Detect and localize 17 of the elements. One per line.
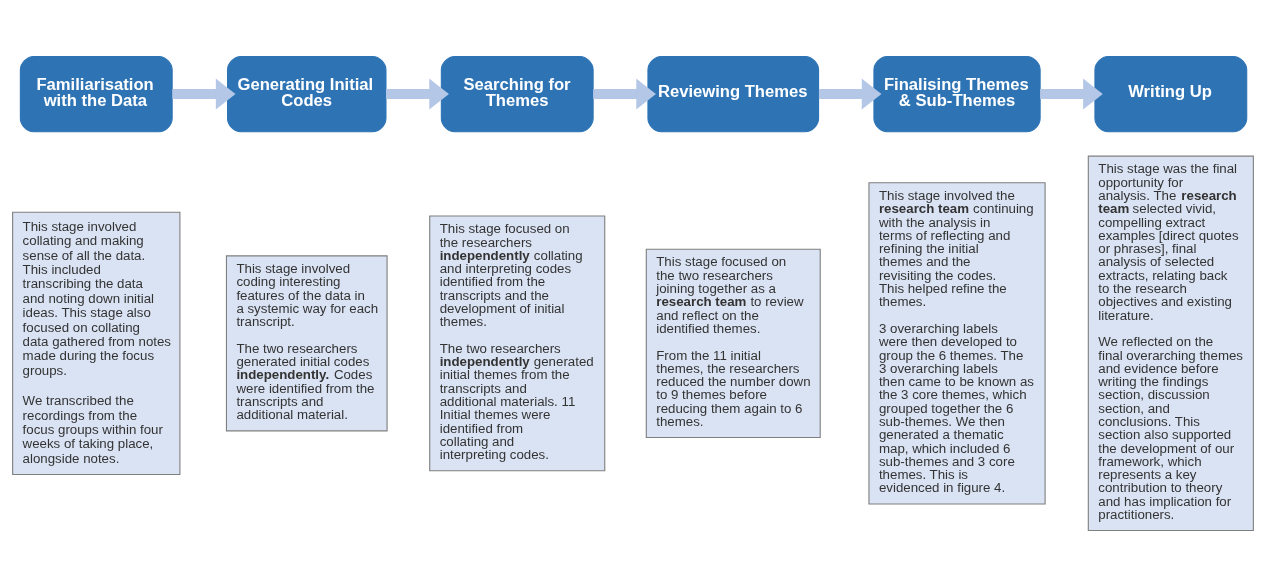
node-box: This stage involved the research team continuing with the analysis in terms of reflecting and refining the initial themes and the revisiting the codes. This helped refine the themes. 3 overarching labels were then developed to group the 6 themes. The 3 overarching labels then came to be known as the 3 core themes, which grouped together the 6 sub-themes. We then generated a thematic map, which included 6 sub-themes and 3 core themes. This is evidenced in figure 4.: [868, 181, 1046, 505]
node-box: Writing Up: [1094, 55, 1248, 132]
node-box: Familiarisation with the Data: [19, 55, 173, 132]
arrow: [1040, 78, 1103, 110]
node-box: Finalising Themes & Sub-Themes: [873, 55, 1041, 132]
arrow: [386, 78, 449, 110]
arrow: [818, 78, 882, 110]
node-box: This stage focused on the researchers independently collating and interpreting codes identified from the transcripts and the development of initial themes. The two researchers independently generated initial themes from the transcripts and additional materials. 11 Initial themes were identified from collating and interpreting codes.: [429, 214, 606, 471]
arrow: [172, 78, 236, 110]
node-box: This stage involved collating and making sense of all the data. This included transcribing the data and noting down initial ideas. This stage also focused on collating data gathered from notes made during the focus groups. We transcribed the recordings from the focus groups within four weeks of taking place, alongside notes.: [12, 211, 181, 475]
node-box: Reviewing Themes: [647, 55, 820, 132]
node-box: Generating Initial Codes: [227, 55, 387, 132]
node-box: This stage was the final opportunity for analysis. The research team selected vivid, compelling extract examples [direct quotes or phrases], final analysis of selected extracts, relating back to the research objectives and existing literature. We reflected on the final overarching themes and evidence before writing the findings section, discussion section, and conclusions. This section also supported the development of our framework, which represents a key contribution to theory and has implication for practitioners.: [1087, 155, 1254, 531]
node-box: This stage involved coding interesting features of the data in a systemic way for each transcript. The two researchers generated initial codes independently. Codes were identified from the transcripts and additional material.: [225, 254, 388, 431]
node-box: Searching for Themes: [440, 55, 594, 132]
node-box: This stage focused on the two researchers joining together as a research team to review and reflect on the identified themes. From the 11 initial themes, the researchers reduced the number down to 9 themes before reducing them again to 6 themes.: [645, 248, 821, 438]
arrow: [593, 78, 656, 110]
